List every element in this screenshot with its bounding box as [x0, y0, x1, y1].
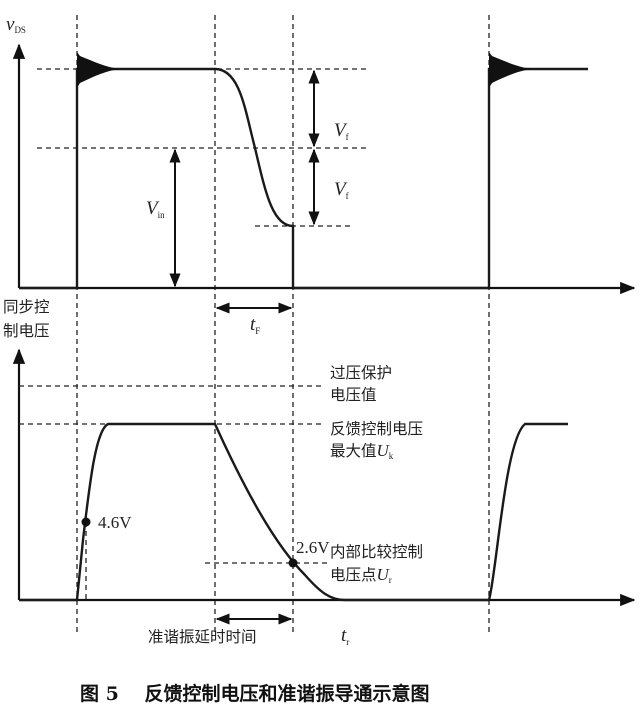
point-2-6v-label: 2.6V: [296, 538, 330, 557]
vds-waveform: [19, 67, 588, 290]
vds-axis-label: vDS: [6, 14, 26, 35]
ovp-label-1: 过压保护: [330, 364, 392, 382]
max-label-1: 反馈控制电压: [330, 420, 423, 438]
compare-label-1: 内部比较控制: [330, 543, 423, 561]
top-plot: vDS Vf Vf Vin tF: [6, 14, 636, 336]
vin-label: Vin: [146, 198, 165, 220]
ringing-2: [489, 52, 532, 88]
sync-voltage-label-2: 制电压: [3, 322, 50, 340]
max-label-2: 最大值Uk: [330, 441, 394, 461]
compare-label-2: 电压点Ur: [330, 565, 392, 585]
ringing-1: [77, 52, 120, 88]
point-4-6v: [81, 517, 91, 527]
vf-label-lower: Vf: [334, 179, 349, 201]
point-2-6v: [288, 558, 298, 568]
vf-label-upper: Vf: [334, 120, 349, 142]
ovp-label-2: 电压值: [330, 386, 377, 404]
vertical-guides: [76, 15, 490, 635]
tr-label: tr: [341, 625, 349, 647]
delay-label: 准谐振延时时间: [148, 628, 257, 646]
tf-label: tF: [250, 314, 260, 336]
sync-voltage-label-1: 同步控: [3, 298, 50, 316]
point-4-6v-label: 4.6V: [98, 513, 132, 532]
bottom-plot: 同步控 制电压 4.6V 2.6V 过压保护 电压值 反馈控制电压 最大值Uk …: [3, 298, 636, 647]
figure-caption: 图 5 反馈控制电压和准谐振导通示意图: [80, 682, 429, 705]
